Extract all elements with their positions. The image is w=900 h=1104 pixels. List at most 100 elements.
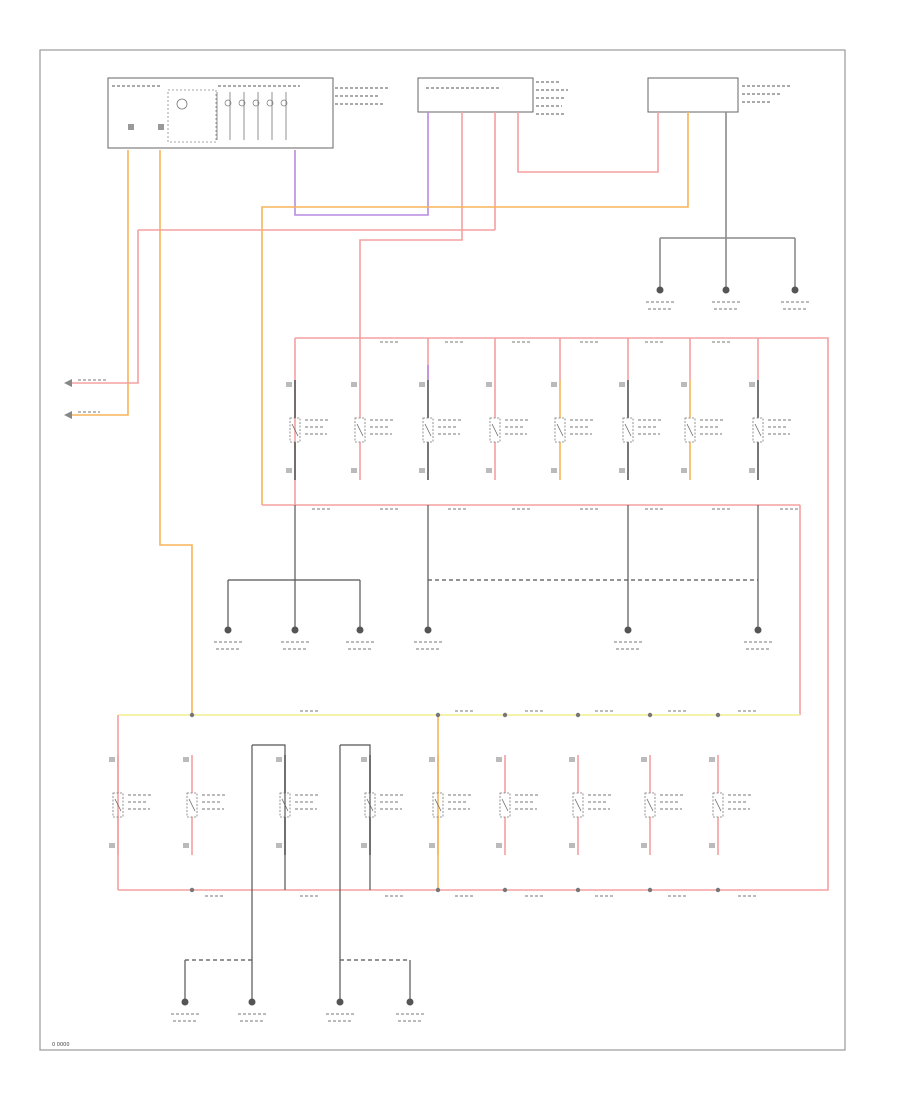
ground-terminal [722,286,730,294]
terminal-label-mark [496,757,502,762]
switch-contact [624,423,632,437]
ground-terminal [424,626,432,634]
terminal-label-mark [419,382,425,387]
ground-terminal [336,998,344,1006]
terminal-label-mark [551,382,557,387]
middle-switch-columns [286,338,798,510]
terminal-label-mark [429,843,435,848]
splice-dot [189,712,195,718]
terminal-label-mark [641,843,647,848]
top-left-module [107,77,390,149]
terminal-label-mark [749,468,755,473]
terminal-label-mark [569,843,575,848]
switch-contact [491,423,499,437]
switch-body [554,417,566,443]
terminal-label-mark [419,468,425,473]
switch-body [752,417,764,443]
top-right-module [647,77,790,113]
terminal-label-mark [351,468,357,473]
switch-body [289,417,301,443]
splice-dot [502,712,508,718]
terminal-label-mark [183,843,189,848]
terminal-label-mark [749,382,755,387]
switch-contact [574,798,582,812]
ground-terminal [291,626,299,634]
splice-dot [715,712,721,718]
terminal-label-mark [109,843,115,848]
terminal-label-mark [486,468,492,473]
switch-body [572,792,584,818]
lower-bus-wires [117,505,829,891]
terminal-label-mark [569,757,575,762]
diagram-frame [39,49,846,1051]
terminal-label-mark [619,382,625,387]
splice-dot [435,712,441,718]
middle-bus-pink [262,337,829,715]
terminal-label-mark [619,468,625,473]
splice-dot [435,887,441,893]
terminal-label-mark [276,757,282,762]
switch-contact [434,798,442,812]
ground-terminal [754,626,762,634]
terminal-label-mark [361,843,367,848]
top-middle-module [417,77,568,115]
ground-terminal [181,998,189,1006]
middle-grounds [214,286,809,650]
switch-contact [714,798,722,812]
switch-body [432,792,444,818]
terminal-label-mark [361,757,367,762]
switch-contact [188,798,196,812]
terminal-label-mark [183,757,189,762]
terminal-label-mark [351,382,357,387]
terminal-label-mark [681,468,687,473]
splice-dot [647,887,653,893]
middle-ground-wires [227,505,759,628]
left-connector-arrows [64,379,108,419]
splice-dot [647,712,653,718]
ground-terminal [224,626,232,634]
switch-contact [646,798,654,812]
switch-contact [356,423,364,437]
terminal-label-mark [286,382,292,387]
switch-body [644,792,656,818]
switch-body [712,792,724,818]
terminal-label-mark [286,468,292,473]
switch-contact [686,423,694,437]
switch-body [684,417,696,443]
lower-grounds [171,998,424,1022]
corner-label: 0 0000 [52,1042,70,1048]
terminal-label-mark [276,843,282,848]
switch-contact [291,423,299,437]
terminal-label-mark [551,468,557,473]
top-wires [68,112,796,715]
splice-dot [502,887,508,893]
ground-terminal [248,998,256,1006]
switch-body [499,792,511,818]
switch-contact [114,798,122,812]
terminal-label-mark [641,757,647,762]
ground-terminal [656,286,664,294]
terminal-label-mark [486,382,492,387]
switch-contact [424,423,432,437]
terminal-label-mark [429,757,435,762]
terminal-label-mark [109,757,115,762]
switch-contact [501,798,509,812]
switch-body [422,417,434,443]
terminal-label-mark [681,382,687,387]
splice-dot [189,887,195,893]
splice-dot [715,887,721,893]
switch-contact [754,423,762,437]
terminal-label-mark [709,757,715,762]
ground-terminal [406,998,414,1006]
switch-body [186,792,198,818]
switch-body [112,792,124,818]
lower-ground-wires [184,744,411,1000]
switch-contact [556,423,564,437]
ground-terminal [356,626,364,634]
switch-body [622,417,634,443]
lower-switch-columns [109,710,758,897]
splice-dot [575,887,581,893]
terminal-label-mark [496,843,502,848]
